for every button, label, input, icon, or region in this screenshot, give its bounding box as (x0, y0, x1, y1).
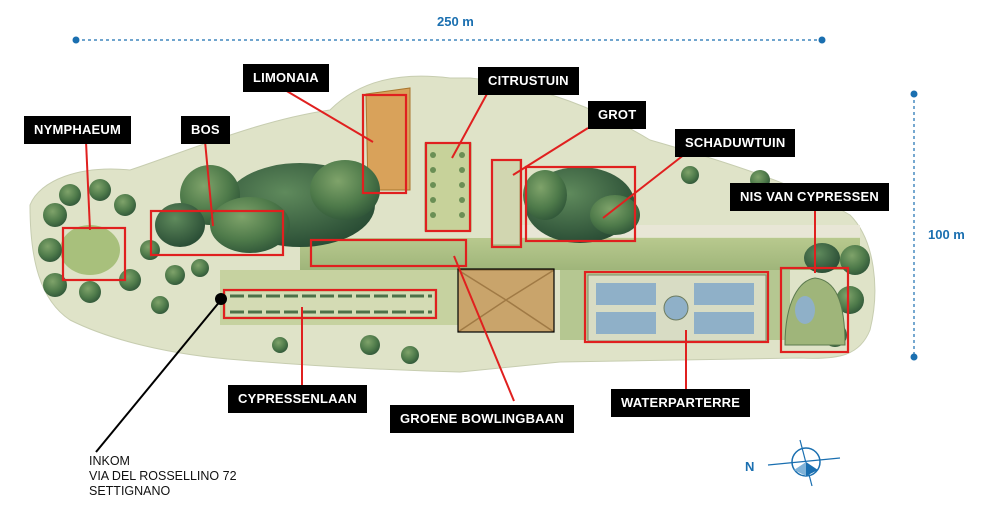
limonaia-building (365, 87, 411, 191)
label-citrustuin: CITRUSTUIN (478, 67, 579, 95)
width-dimension-label: 250 m (437, 14, 474, 29)
central-roof (457, 269, 555, 333)
water-parterre (587, 274, 767, 342)
box-nymphaeum (61, 226, 127, 282)
box-limonaia (361, 93, 408, 195)
box-schaduwtuin (524, 165, 637, 243)
dimension-lines (72, 36, 918, 361)
box-grot (490, 158, 523, 249)
box-citrustuin (424, 141, 472, 233)
schaduwtuin-trees (523, 167, 640, 243)
entrance-marker (215, 293, 227, 305)
cypress-niche (784, 243, 846, 346)
box-central-plaza (457, 268, 555, 333)
label-nis-van-cypressen: NIS VAN CYPRESSEN (730, 183, 889, 211)
label-limonaia: LIMONAIA (243, 64, 329, 92)
label-schaduwtuin: SCHADUWTUIN (675, 129, 796, 157)
height-dimension-label: 100 m (928, 227, 965, 242)
label-waterparterre: WATERPARTERRE (611, 389, 751, 417)
label-cypressenlaan: CYPRESSENLAAN (228, 385, 367, 413)
entrance-line-1: INKOM (89, 454, 130, 468)
label-grot: GROT (588, 101, 647, 129)
entrance-address: INKOM VIA DEL ROSSELLINO 72 SETTIGNANO (89, 454, 237, 499)
lawn-strip-upper (300, 238, 860, 270)
entrance-line-2: VIA DEL ROSSELLINO 72 (89, 469, 237, 483)
cypress-avenue (226, 292, 434, 316)
box-bos (149, 209, 285, 257)
compass-icon (767, 439, 841, 487)
nymphaeum-trees (38, 179, 160, 303)
compass-north-label: N (745, 459, 755, 474)
entrance-leader (95, 299, 222, 453)
box-groene-bowlingbaan (309, 238, 468, 268)
label-groene-bowlingbaan: GROENE BOWLINGBAAN (390, 405, 574, 433)
label-nymphaeum: NYMPHAEUM (24, 116, 132, 144)
leader-lines (85, 89, 816, 402)
entrance-line-3: SETTIGNANO (89, 484, 171, 498)
box-waterparterre (583, 270, 770, 344)
label-bos: BOS (181, 116, 230, 144)
